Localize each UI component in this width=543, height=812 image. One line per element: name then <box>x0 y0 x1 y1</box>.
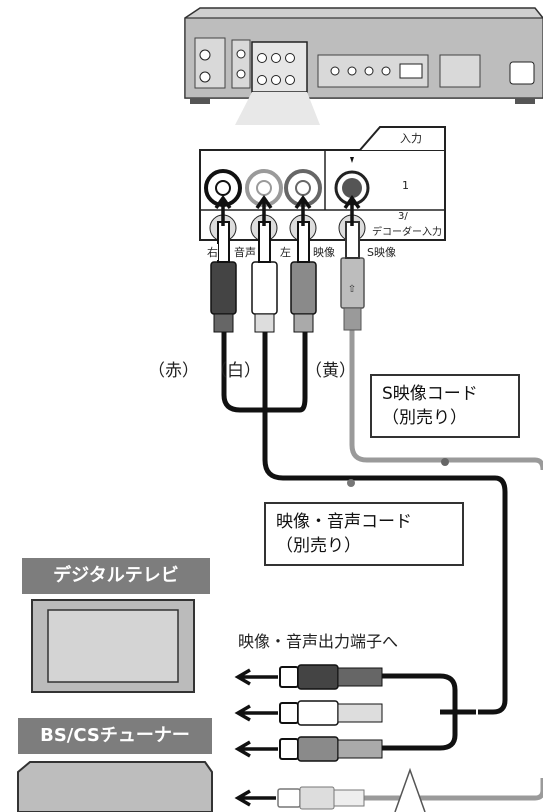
red-cable-label: （赤） <box>148 361 199 381</box>
output-terminal-label: 映像・音声出力端子へ <box>238 632 399 651</box>
digital-tv-icon <box>31 599 195 693</box>
callout-pointer <box>394 767 426 812</box>
white-plug-top <box>251 221 278 333</box>
svideo-cord-note: （別売り） <box>382 408 467 428</box>
svg-text:⇧: ⇧ <box>348 284 356 295</box>
av-cord-title: 映像・音声コード <box>276 512 412 532</box>
input-3-label-line2: デコーダー入力 <box>372 227 442 238</box>
input-1-label: 1 <box>402 179 409 192</box>
output-arrows <box>234 668 278 807</box>
insert-arrows <box>214 194 361 226</box>
input-3-label-line1: 3/ <box>398 211 408 222</box>
bs-cs-tuner-tag: BS/CSチューナー <box>18 718 212 754</box>
jack-audio-label: 音声 <box>234 244 256 260</box>
svideo-cord-callout: S映像コード （別売り） <box>370 374 520 438</box>
output-plug-yellow <box>279 736 383 762</box>
av-cord-note: （別売り） <box>276 536 361 556</box>
input-title: 入力 <box>400 132 422 145</box>
svideo-cord-title: S映像コード <box>382 384 478 404</box>
recorder-rear-panel <box>184 7 543 104</box>
av-cord <box>221 330 508 751</box>
red-plug-top <box>210 221 237 333</box>
white-cable-label: （白） <box>210 361 261 381</box>
input-panel <box>199 126 446 242</box>
jack-video-label: 映像 <box>313 244 335 260</box>
svideo-plug-top: ⇧ <box>340 221 365 331</box>
output-plug-svideo <box>277 786 365 810</box>
output-plug-white <box>279 700 383 726</box>
jack-svideo-label: S映像 <box>367 244 396 260</box>
yellow-plug-top <box>290 221 317 333</box>
jack-right-label: 右 <box>207 244 218 260</box>
zoom-beam <box>235 92 320 125</box>
bs-cs-tuner-icon <box>17 761 213 812</box>
output-plug-red <box>279 664 383 690</box>
yellow-cable-label: （黄） <box>305 361 356 381</box>
av-cord-callout: 映像・音声コード （別売り） <box>264 502 464 566</box>
jack-left-label: 左 <box>280 244 291 260</box>
digital-tv-tag: デジタルテレビ <box>22 558 210 594</box>
